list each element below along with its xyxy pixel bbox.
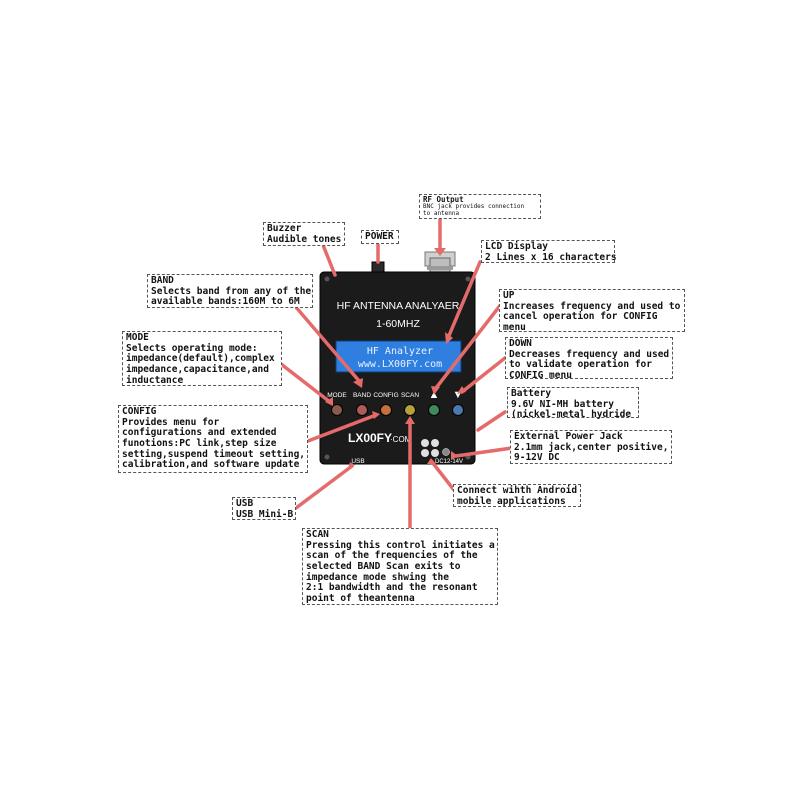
scan-body: Pressing this control initiates a scan o… [306,539,495,604]
mode-button[interactable] [331,404,343,416]
scan-button[interactable] [404,404,416,416]
config-button[interactable] [380,404,392,416]
lcd-title: LCD Display [485,241,548,252]
down-arrow-icon: ▼ [453,389,464,401]
power-title: POWER [365,231,394,242]
dc-jack-label: DC12-14V [435,459,463,465]
down-button[interactable] [452,404,464,416]
mode-callout: MODE Selects operating mode: impedance(d… [122,331,282,386]
mode-label: MODE [327,392,347,399]
down-title: DOWN [509,338,532,349]
pointer-config [306,413,378,443]
lcd-line-2: www.LX00FY.com [358,359,442,370]
buzzer-callout: Buzzer Audible tones [263,222,345,246]
usb-port-label: USB [351,458,364,465]
up-button[interactable] [428,404,440,416]
battery-callout: Battery 9.6V NI-MH battery (nickel-metal… [507,387,639,421]
up-title: UP [503,290,515,301]
scan-title: SCAN [306,529,329,540]
pointer-down [460,356,507,394]
band-body: Selects band from any of the available b… [151,285,312,308]
pointer-mode [279,362,332,404]
screw [324,276,330,282]
config-callout: CONFIG Provides menu for configurations … [118,405,308,473]
rf-output-title: RF Output [423,195,464,204]
config-body: Provides menu for configurations and ext… [122,416,306,471]
usb-body: USB Mini-B [236,508,294,520]
down-callout: DOWN Decreases frequency and used to val… [505,337,673,381]
brand-logo: LX00FY [348,431,392,445]
power-jack-callout: External Power Jack 2.1mm jack,center po… [510,430,672,464]
usb-title: USB [236,498,254,509]
band-callout: BAND Selects band from any of the availa… [147,274,313,308]
band-title: BAND [151,275,174,286]
pointer-battery [476,410,507,432]
buzzer-title: Buzzer [267,223,302,234]
rf-output-body: BNC jack provides connection to antenna [423,203,525,218]
mode-body: Selects operating mode: impedance(defaul… [126,342,275,386]
buzzer-body: Audible tones [267,233,342,245]
config-title: CONFIG [122,406,157,417]
pointer-buzzer [321,243,337,277]
power-jack-title: External Power Jack [514,431,623,442]
rf-output-callout: RF Output BNC jack provides connection t… [419,194,541,219]
up-body: Increases frequency and used to cancel o… [503,300,681,333]
battery-title: Battery [511,388,552,399]
android-title: Connect wihth Android [457,485,578,496]
dc-jack[interactable] [442,448,450,456]
band-button[interactable] [356,404,368,416]
pointer-heads [325,248,466,469]
screw [465,276,471,282]
power-callout: POWER [361,230,399,244]
lcd-callout: LCD Display 2 Lines x 16 characters [481,240,617,263]
brand-logo-suffix: ·COM [390,435,412,444]
up-callout: UP Increases frequency and used to cance… [499,289,685,333]
device-subtitle: 1-60MHZ [376,318,420,330]
android-body: mobile applications [457,495,566,507]
band-label: BAND [353,392,371,399]
pointer-band [293,304,362,384]
android-callout: Connect wihth Android mobile application… [453,484,581,507]
usb-callout: USB USB Mini-B [232,497,296,520]
down-body: Decreases frequency and used to validate… [509,348,670,381]
config-label: CONFIG [373,392,398,399]
pointer-up [434,301,504,390]
power-jack-body: 2.1mm jack,center positive, 9-12V DC [514,441,669,464]
lcd-line-1: HF Analyzer [367,346,433,357]
mode-title: MODE [126,332,149,343]
lcd-body: 2 Lines x 16 characters [485,251,617,263]
scan-callout: SCAN Pressing this control initiates a s… [302,528,498,605]
pointer-lines [279,216,514,530]
screw [324,454,330,460]
battery-body: 9.6V NI-MH battery (nickel-metal hydride [511,398,632,421]
device-title: HF ANTENNA ANALYAER [337,300,460,312]
android-connector [421,439,439,457]
pointer-usb [294,464,354,510]
pointer-lcd [446,260,482,340]
scan-label: SCAN [401,392,419,399]
pointer-power-jack [454,446,514,458]
pointer-android [430,460,456,492]
